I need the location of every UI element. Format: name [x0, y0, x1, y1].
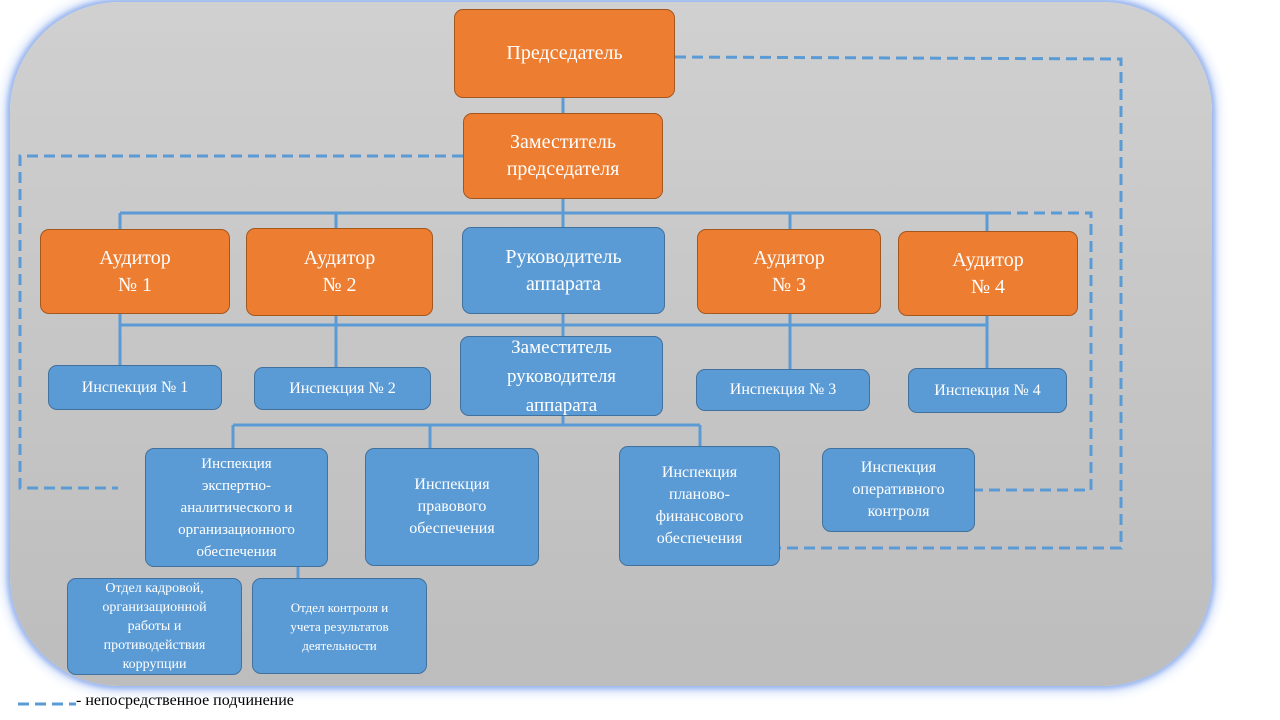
inspection-expert-label: Инспекция экспертно- аналитического и ор… — [178, 455, 295, 560]
dept-hr-label: Отдел кадровой, организационной работы и… — [102, 581, 207, 672]
inspection-2-label: Инспекция № 2 — [289, 379, 396, 397]
inspection-legal-label: Инспекция правового обеспечения — [409, 476, 495, 537]
dashed-link-operational — [974, 211, 1093, 492]
deputy-head-of-staff-label: Заместитель руководителя аппарата — [506, 336, 617, 416]
dashed-link-chairman — [674, 55, 1123, 550]
dept-control-box: Отдел контроля и учета результатов деяте… — [252, 578, 427, 674]
chairman-label: Председатель — [506, 42, 623, 64]
inspection-legal-box: Инспекция правового обеспечения — [365, 448, 539, 566]
legend-dash-icon — [18, 702, 76, 706]
dept-control-label: Отдел контроля и учета результатов деяте… — [290, 599, 389, 653]
auditor-1-label: Аудитор № 1 — [99, 246, 171, 296]
inspection-operational-box: Инспекция оперативного контроля — [822, 448, 975, 532]
inspection-1-box: Инспекция № 1 — [48, 365, 222, 410]
auditor-2-label: Аудитор № 2 — [303, 247, 376, 296]
head-of-staff-label: Руководитель аппарата — [505, 245, 622, 295]
inspection-expert-box: Инспекция экспертно- аналитического и ор… — [145, 448, 328, 567]
legend-text: - непосредственное подчинение — [76, 692, 294, 709]
inspection-3-label: Инспекция № 3 — [729, 381, 837, 398]
auditor-4-label: Аудитор № 4 — [952, 248, 1024, 298]
head-of-staff-box: Руководитель аппарата — [462, 227, 665, 314]
auditor-4-box: Аудитор № 4 — [898, 231, 1078, 316]
inspection-finance-label: Инспекция планово- финансового обеспечен… — [655, 464, 744, 547]
inspection-4-box: Инспекция № 4 — [908, 368, 1067, 413]
inspection-operational-label: Инспекция оперативного контроля — [852, 459, 945, 520]
auditor-3-box: Аудитор № 3 — [697, 229, 881, 314]
dashed-link-deputy-chairman — [18, 154, 463, 490]
inspection-2-box: Инспекция № 2 — [254, 367, 431, 410]
auditor-3-label: Аудитор № 3 — [753, 246, 825, 296]
auditor-1-box: Аудитор № 1 — [40, 229, 230, 314]
deputy-chairman-label: Заместитель председателя — [506, 131, 620, 180]
deputy-head-of-staff-box: Заместитель руководителя аппарата — [460, 336, 663, 416]
inspection-3-box: Инспекция № 3 — [696, 369, 870, 411]
inspection-finance-box: Инспекция планово- финансового обеспечен… — [619, 446, 780, 566]
chairman-box: Председатель — [454, 9, 675, 98]
deputy-chairman-box: Заместитель председателя — [463, 113, 663, 199]
inspection-4-label: Инспекция № 4 — [934, 381, 1041, 399]
inspection-1-label: Инспекция № 1 — [81, 378, 189, 396]
dept-hr-box: Отдел кадровой, организационной работы и… — [67, 578, 242, 675]
auditor-2-box: Аудитор № 2 — [246, 228, 433, 316]
